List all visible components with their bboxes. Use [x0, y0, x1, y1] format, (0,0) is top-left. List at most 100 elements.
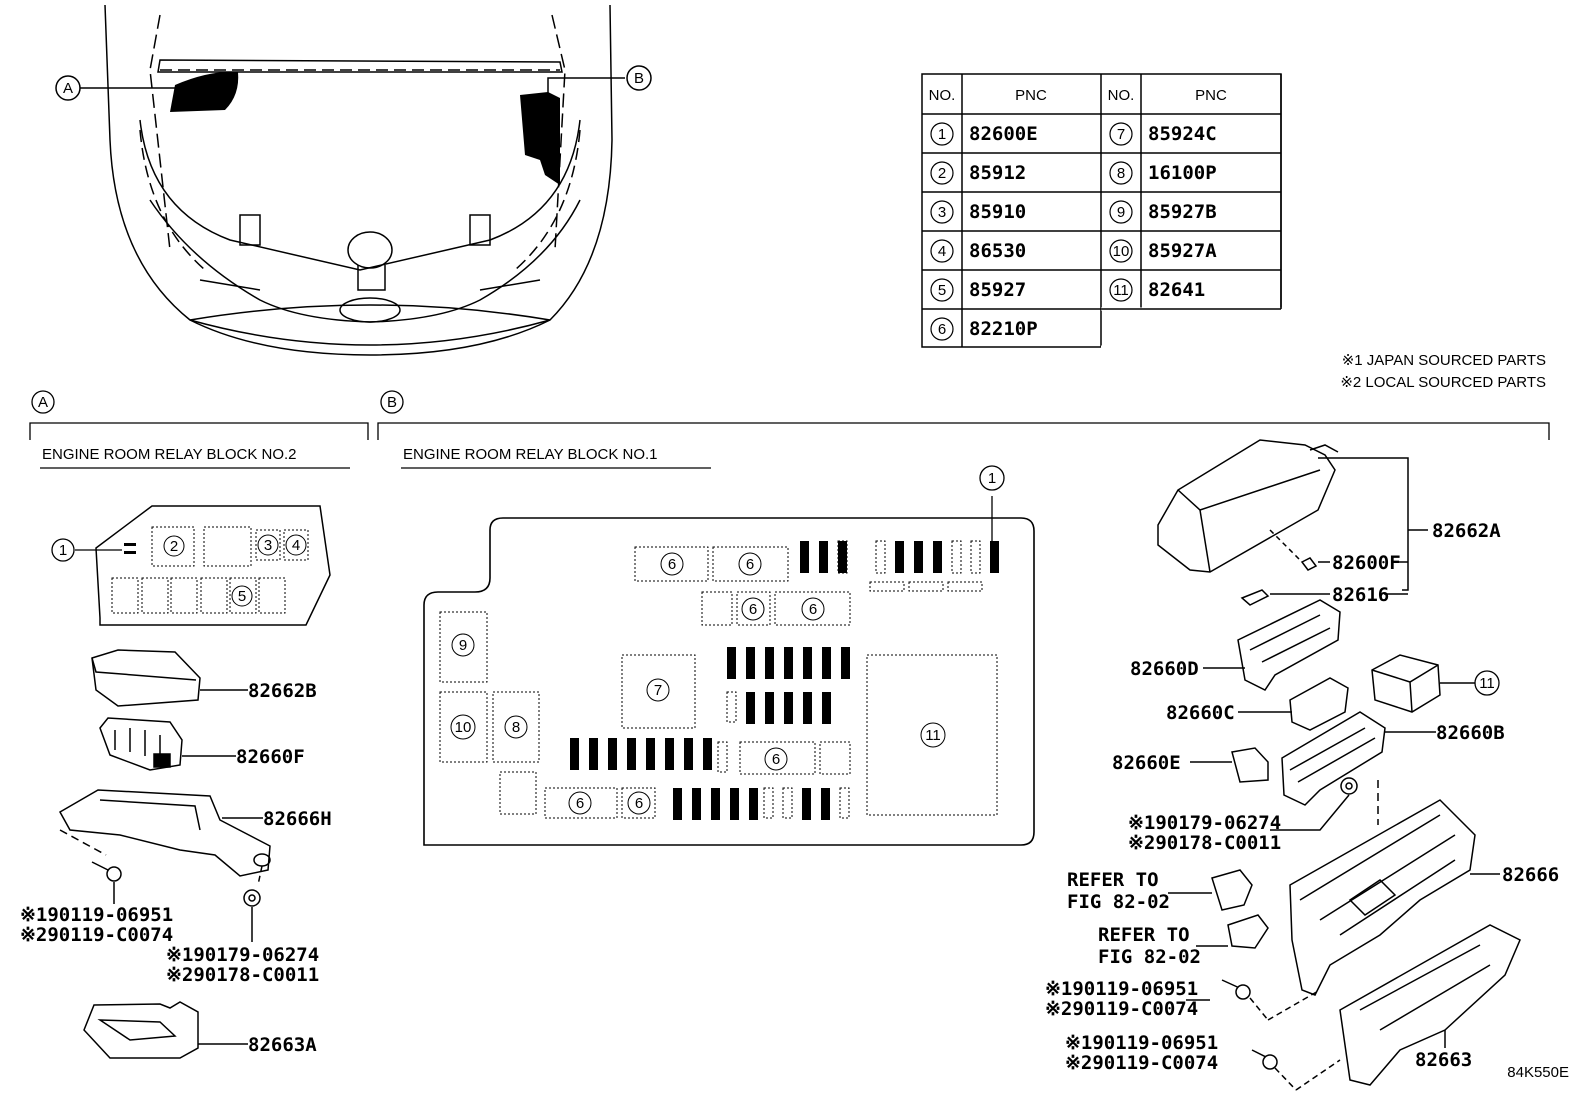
fuse-bar — [711, 788, 720, 820]
table-no-right-3: 10 — [1113, 243, 1130, 260]
relay-block-no2 — [75, 505, 331, 626]
table-no-circle-right-1 — [1109, 161, 1133, 185]
section-a-header: A ENGINE ROOM RELAY BLOCK NO.2 — [29, 390, 369, 469]
table-pnc-left-4: 85927 — [969, 279, 1026, 301]
section-b-callout: B — [387, 394, 397, 411]
label-82663A: 82663A — [248, 1034, 317, 1056]
rb1-callout-11: 11 — [925, 727, 941, 744]
fuse-bar — [895, 541, 904, 573]
part-82641-relay — [1371, 654, 1475, 713]
rb2-callout-2: 2 — [170, 538, 178, 555]
refer-clip-2 — [1196, 914, 1269, 949]
label-82666: 82666 — [1502, 864, 1559, 886]
label-82660E: 82660E — [1112, 752, 1181, 774]
table-no-left-1: 2 — [938, 165, 946, 182]
label-82662B: 82662B — [248, 680, 317, 702]
label-nut-a-2: ※290178-C0011 — [166, 964, 319, 986]
fuse-bar — [914, 541, 923, 573]
table-pnc-left-0: 82600E — [969, 123, 1038, 145]
table-empty-cell — [1103, 311, 1283, 351]
label-nut-b-2: ※290178-C0011 — [1128, 832, 1281, 854]
fuse-bar — [838, 541, 847, 573]
pnc-table — [921, 73, 1283, 349]
fuse-bar — [570, 738, 579, 770]
table-no-circle-left-4 — [930, 278, 954, 302]
header-no-left: NO. — [929, 87, 956, 104]
rb1-callout-6b: 6 — [746, 556, 754, 573]
label-bolt-b2-1: ※190119-06951 — [1065, 1032, 1218, 1054]
table-no-right-0: 7 — [1117, 126, 1125, 143]
table-no-circle-left-3 — [930, 239, 954, 263]
callout-11-label: 11 — [1479, 675, 1495, 692]
fuse-bar — [727, 647, 736, 679]
table-pnc-right-3: 85927A — [1148, 240, 1217, 262]
fuse-bar — [665, 738, 674, 770]
label-82663: 82663 — [1415, 1049, 1472, 1071]
label-82660D: 82660D — [1130, 658, 1199, 680]
rb1-callout-6f: 6 — [576, 795, 584, 812]
rb1-callout-6g: 6 — [635, 795, 643, 812]
fuse-bar — [589, 738, 598, 770]
part-82660C-holder — [1238, 677, 1349, 731]
callout-a-top: A — [55, 75, 185, 101]
rb2-callout-4: 4 — [292, 537, 300, 554]
rb2-callout-5: 5 — [238, 588, 246, 605]
rb1-callout-1: 1 — [988, 470, 996, 487]
fuse-bar — [819, 541, 828, 573]
table-no-left-4: 5 — [938, 282, 946, 299]
fuse-bar — [746, 692, 755, 724]
refer-1-line2: FIG 82-02 — [1067, 891, 1170, 913]
label-82660C: 82660C — [1166, 702, 1235, 724]
fuse-bar — [646, 738, 655, 770]
label-bolt-b2-2: ※290119-C0074 — [1065, 1052, 1218, 1074]
car-front-illustration — [104, 4, 613, 356]
table-no-right-2: 9 — [1117, 204, 1125, 221]
label-bolt-a-1: ※190119-06951 — [20, 904, 173, 926]
table-pnc-left-3: 86530 — [969, 240, 1026, 262]
table-no-circle-left-2 — [930, 200, 954, 224]
table-no-circle-right-4 — [1109, 278, 1133, 302]
rb1-callout-7: 7 — [654, 682, 662, 699]
table-pnc-right-4: 82641 — [1148, 279, 1205, 301]
header-pnc-right: PNC — [1195, 87, 1227, 104]
table-pnc-left-5: 82210P — [969, 318, 1038, 340]
fuse-bar — [673, 788, 682, 820]
table-no-circle-right-0 — [1109, 122, 1133, 146]
label-82666H: 82666H — [263, 808, 332, 830]
table-no-circle-left-1 — [930, 161, 954, 185]
table-pnc-right-0: 85924C — [1148, 123, 1217, 145]
label-bolt-b1-1: ※190119-06951 — [1045, 978, 1198, 1000]
table-no-circle-right-3 — [1109, 239, 1133, 263]
table-no-left-3: 4 — [938, 243, 946, 260]
table-no-circle-left-5 — [930, 317, 954, 341]
part-82662B-cover — [91, 649, 248, 707]
rb1-callout-6c: 6 — [749, 601, 757, 618]
label-82660F: 82660F — [236, 746, 305, 768]
fuse-bar — [784, 692, 793, 724]
table-no-right-4: 11 — [1113, 282, 1129, 299]
table-no-circle-left-0 — [930, 122, 954, 146]
header-no-right: NO. — [1108, 87, 1135, 104]
part-82662A-cover — [1157, 439, 1428, 591]
section-a-callout: A — [38, 394, 48, 411]
table-pnc-left-1: 85912 — [969, 162, 1026, 184]
table-pnc-right-1: 16100P — [1148, 162, 1217, 184]
rb1-callout-6e: 6 — [772, 751, 780, 768]
fuse-bar — [746, 647, 755, 679]
rb1-callout-8: 8 — [512, 719, 520, 736]
nut-b-icon — [1270, 777, 1379, 831]
refer-2-line2: FIG 82-02 — [1098, 946, 1201, 968]
pnc-table-headers: NO. PNC NO. PNC — [929, 87, 1227, 104]
fuse-bar — [822, 647, 831, 679]
relay-block-location-a — [170, 71, 239, 112]
table-pnc-right-2: 85927B — [1148, 201, 1217, 223]
table-pnc-left-2: 85910 — [969, 201, 1026, 223]
figure-code: 84K550E — [1507, 1064, 1569, 1081]
fuse-bar — [784, 647, 793, 679]
refer-clip-1 — [1168, 869, 1253, 911]
rb2-callout-1: 1 — [59, 542, 67, 559]
fuse-bar — [730, 788, 739, 820]
fuse-bar — [800, 541, 809, 573]
fuse-bar — [933, 541, 942, 573]
rb1-callout-10: 10 — [455, 719, 472, 736]
